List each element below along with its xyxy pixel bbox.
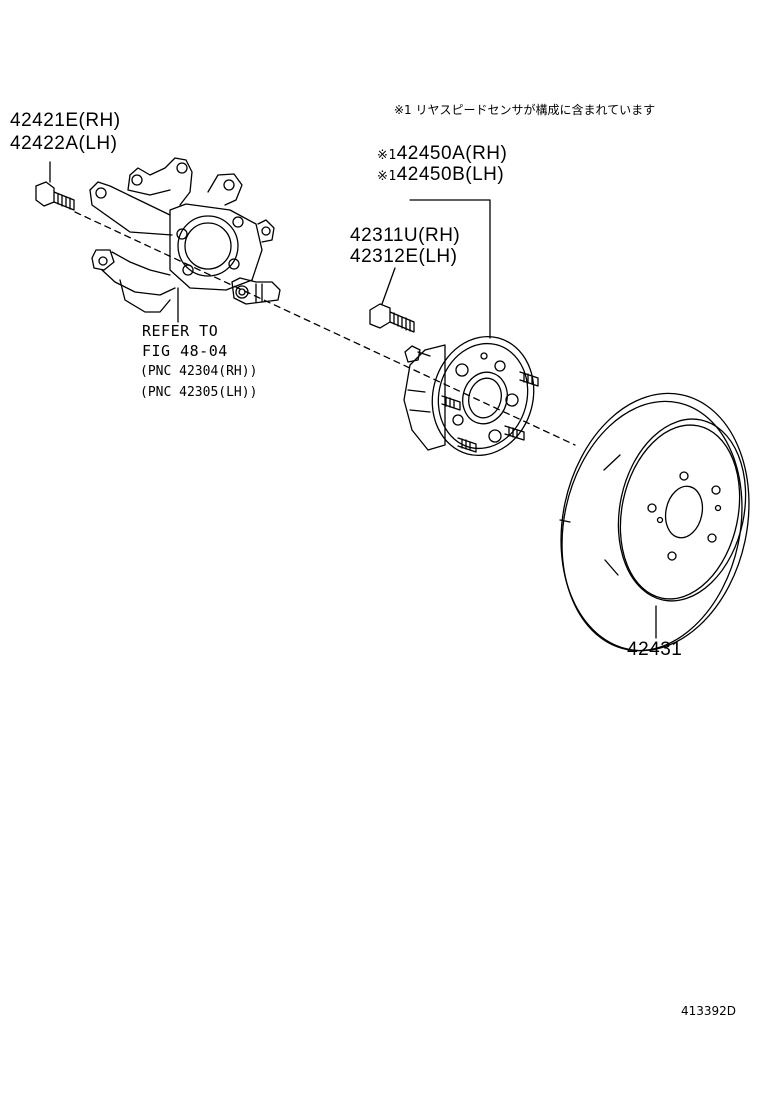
note-text: ※1 リヤスピードセンサが構成に含まれています bbox=[394, 103, 656, 117]
hub-bearing-lh-number: 42450B(LH) bbox=[396, 164, 505, 185]
knuckle-drawing bbox=[89, 157, 281, 323]
bolt-part-rh: 42421E(RH) bbox=[10, 110, 121, 131]
knuckle-bolt-drawing bbox=[35, 181, 75, 211]
hub-bolt-part-lh: 42312E(LH) bbox=[350, 246, 458, 267]
hub-bearing-drawing bbox=[403, 335, 539, 457]
refer-line-1: REFER TO bbox=[142, 322, 219, 340]
hub-bearing-part-rh: ※142450A(RH) bbox=[377, 144, 507, 163]
refer-line-2: FIG 48-04 bbox=[142, 342, 228, 360]
leader-hub-bearing bbox=[409, 199, 491, 339]
leader-hub-bolt bbox=[381, 267, 396, 305]
refer-line-3: (PNC 42304(RH)) bbox=[140, 364, 258, 379]
hub-mark: ※1 bbox=[377, 148, 397, 163]
hub-bearing-rh-number: 42450A(RH) bbox=[396, 143, 508, 164]
disc-part-number: 42431 bbox=[627, 639, 683, 660]
disc-drawing bbox=[559, 392, 750, 652]
axis-line bbox=[74, 211, 576, 446]
hub-bolt-part-rh: 42311U(RH) bbox=[350, 225, 461, 246]
hub-bearing-part-lh: ※142450B(LH) bbox=[377, 165, 504, 184]
refer-line-4: (PNC 42305(LH)) bbox=[140, 385, 258, 400]
hub-mark: ※1 bbox=[377, 169, 397, 184]
hub-bolt-drawing bbox=[369, 303, 415, 333]
figure-id: 413392D bbox=[681, 1004, 737, 1018]
bolt-part-lh: 42422A(LH) bbox=[10, 133, 118, 154]
